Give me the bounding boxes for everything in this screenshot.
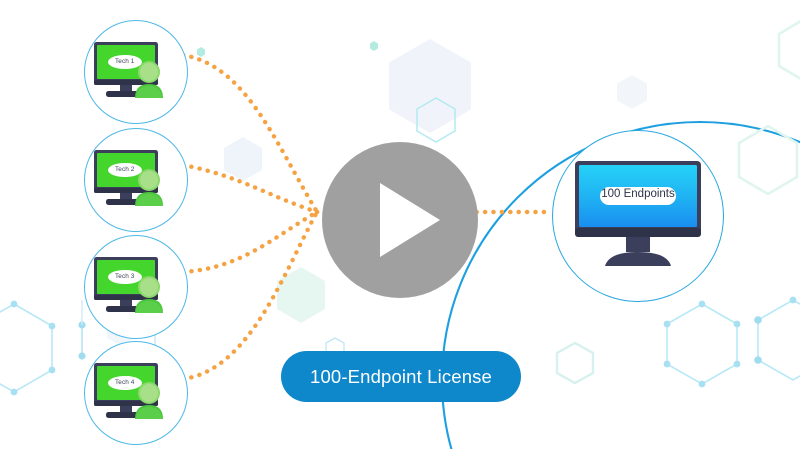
endpoint-monitor-icon bbox=[575, 161, 701, 266]
tech-node-4[interactable]: Tech 4 bbox=[84, 341, 188, 445]
tech-node-1[interactable]: Tech 1 bbox=[84, 20, 188, 124]
hexagon-outline-mint-right bbox=[737, 124, 799, 196]
tech-node-2[interactable]: Tech 2 bbox=[84, 128, 188, 232]
tech-workstation-icon bbox=[94, 257, 163, 313]
hexagon-decoration-topright bbox=[617, 75, 647, 109]
tech-workstation-icon bbox=[94, 150, 163, 206]
license-cta-label: 100-Endpoint License bbox=[310, 365, 492, 387]
connector-tech-4 bbox=[180, 209, 320, 382]
play-triangle-icon bbox=[380, 183, 440, 257]
hexagon-outline-left-bottom bbox=[0, 300, 56, 396]
connector-tech-1 bbox=[180, 52, 320, 215]
tech-workstation-icon bbox=[94, 363, 163, 419]
license-cta-button[interactable]: 100-Endpoint License bbox=[281, 351, 521, 402]
hexagon-outline-bottom-right-2 bbox=[754, 296, 800, 381]
tech-node-3[interactable]: Tech 3 bbox=[84, 235, 188, 339]
connector-tech-2 bbox=[180, 162, 320, 215]
hexagon-decoration-large-center bbox=[389, 39, 471, 133]
hexagon-dot-teal-left bbox=[197, 47, 205, 57]
hexagon-decoration-small-left bbox=[224, 137, 262, 181]
hexagon-decoration-mint-center bbox=[277, 267, 325, 323]
connector-tech-3 bbox=[180, 209, 320, 275]
hexagon-outline-bottom-right-1 bbox=[663, 300, 741, 388]
tech-workstation-icon bbox=[94, 42, 163, 98]
video-play-button[interactable] bbox=[322, 142, 478, 298]
hexagon-dot-teal-top bbox=[370, 41, 378, 51]
hexagon-outline-center-top bbox=[416, 97, 456, 143]
hexagon-outline-mint-far-right bbox=[777, 20, 800, 80]
hexagon-outline-mint-bottom bbox=[555, 341, 595, 385]
